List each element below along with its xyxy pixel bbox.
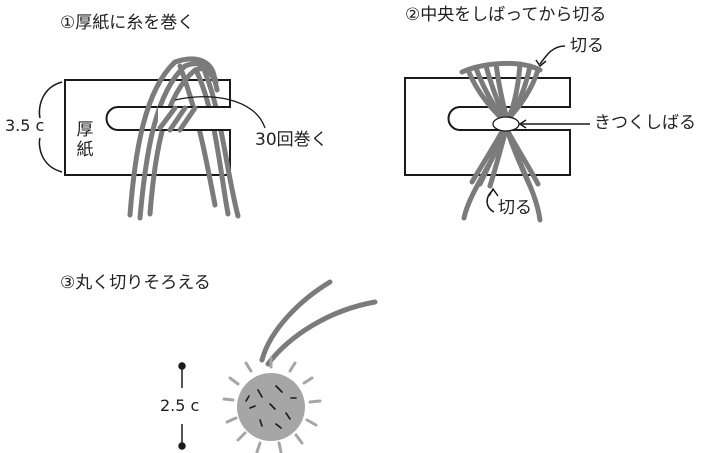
step1-cardboard <box>64 79 231 176</box>
step3-title: ③丸く切りそろえる <box>60 273 211 293</box>
step2-tie-label: きつくしばる <box>594 113 696 133</box>
step2-tie-knot <box>492 116 520 132</box>
step1-wrap-count-label: 30回巻く <box>255 130 328 150</box>
step3-diameter-label: 2.5 c <box>160 396 200 415</box>
step1-card-label: 厚 紙 <box>75 120 95 160</box>
step3-pompom <box>222 356 322 453</box>
step1-title: ①厚紙に糸を巻く <box>60 13 195 33</box>
step2-cut-label-top: 切る <box>570 36 604 56</box>
step1-yarn-wraps <box>127 56 241 221</box>
step3-diameter-marker <box>178 362 186 450</box>
step2-cardboard <box>404 77 571 176</box>
step2-arrows <box>486 45 590 213</box>
step3-yarn-tail <box>259 279 378 367</box>
card-label-char-1: 厚 <box>76 120 94 140</box>
step1-leader-line <box>174 96 266 129</box>
step1-height-brace <box>38 81 63 173</box>
step1-height-label: 3.5 c <box>5 116 45 135</box>
card-label-char-2: 紙 <box>76 139 94 160</box>
step2-cut-label-bottom: 切る <box>498 198 532 218</box>
step2-title: ②中央をしばってから切る <box>405 5 607 25</box>
step1-yarn-front <box>157 105 198 133</box>
